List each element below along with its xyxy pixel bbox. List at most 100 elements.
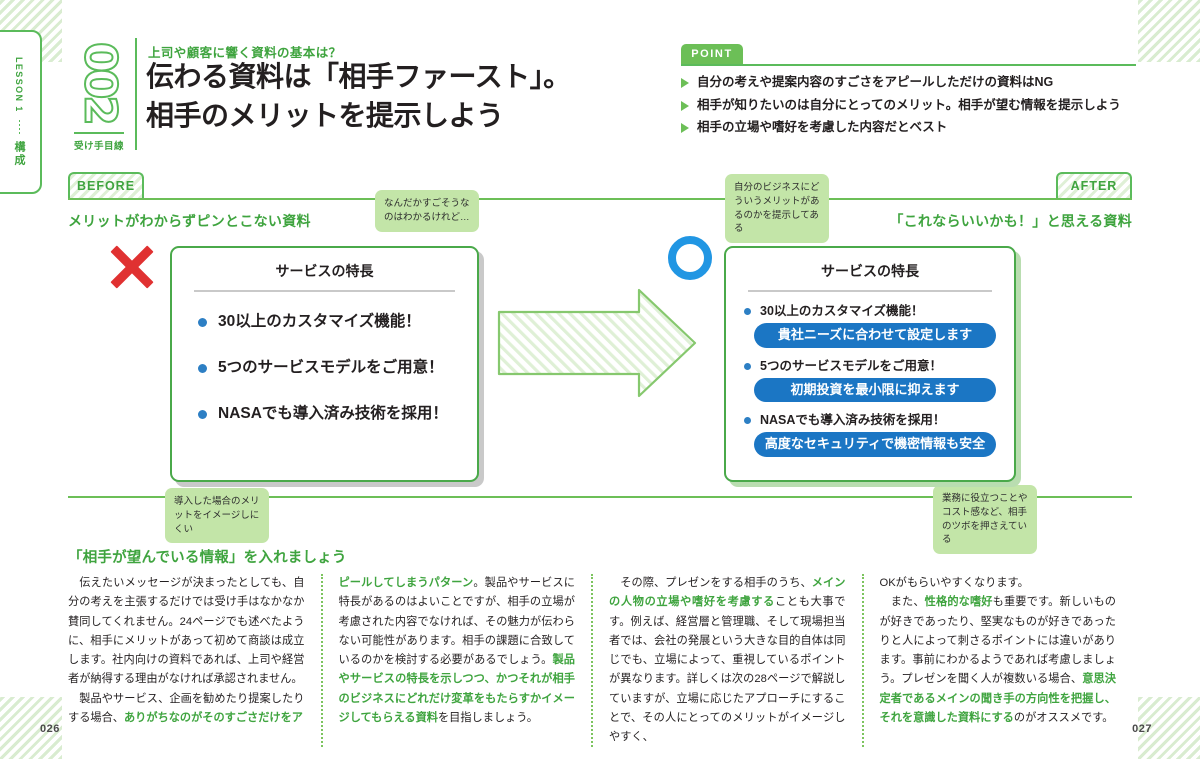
point-list: 自分の考えや提案内容のすごさをアピールしただけの資料はNG 相手が知りたいのは自分… [681,75,1136,136]
slide-bullet: 30以上のカスタマイズ機能！ [198,312,451,332]
section-label: 構成 [13,140,25,167]
paragraph: 伝えたいメッセージが決まったとしても、自分の考えを主張するだけでは受け手はなかな… [68,574,305,690]
hatch-corner-bottom-right [1138,697,1200,759]
point-item-label: 相手の立場や嗜好を考慮した内容だとベスト [697,120,948,135]
bullet-dot-icon [198,318,207,327]
callout-before-top: なんだかすごそうなのはわかるけれど… [375,190,479,232]
hatch-corner-top-right [1138,0,1200,62]
lesson-number: 002 [73,41,126,123]
point-box: POINT 自分の考えや提案内容のすごさをアピールしただけの資料はNG 相手が知り… [681,44,1136,143]
article-columns: 伝えたいメッセージが決まったとしても、自分の考えを主張するだけでは受け手はなかな… [68,574,1133,748]
benefit-pill-wrap: 貴社ニーズに合わせて設定します [754,323,996,348]
highlight-run: メインの人物の立場や嗜好を考慮する [609,577,846,609]
header-vertical-divider [135,38,137,150]
slide-bullet: NASAでも導入済み技術を採用！ [198,404,451,424]
point-item: 相手が知りたいのは自分にとってのメリット。相手が望む情報を提示しよう [681,98,1136,114]
card-rule [748,290,992,292]
before-card-body: 30以上のカスタマイズ機能！ 5つのサービスモデルをご用意！ NASAでも導入済み技… [172,292,477,444]
after-subtitle: 「これならいいかも！」と思える資料 [889,213,1132,229]
circle-mark-icon [668,236,712,280]
benefit-pill-wrap: 初期投資を最小限に抑えます [754,377,996,402]
slide-bullet: 5つのサービスモデルをご用意！ [198,358,451,378]
lesson-number-block: 002 受け手目線 [68,34,130,154]
point-item-label: 相手が知りたいのは自分にとってのメリット。相手が望む情報を提示しよう [697,97,1121,112]
text-run: ことも大事です。例えば、経営層と管理職、そして現場担当者では、会社の発展という大… [609,596,846,744]
paragraph: 製品やサービス、企画を勧めたり提案したりする場合、ありがちなのがそのすごさだけを… [68,690,305,729]
article-column-1: 伝えたいメッセージが決まったとしても、自分の考えを主張するだけでは受け手はなかな… [68,574,321,747]
benefit-pill-wrap: 高度なセキュリティで機密情報も安全 [754,432,996,457]
paragraph: その際、プレゼンをする相手のうち、メインの人物の立場や嗜好を考慮することも大事で… [609,574,846,747]
hatch-corner-bottom-left [0,697,62,759]
callout-after-top: 自分のビジネスにどういうメリットがあるのかを提示してある [725,174,829,244]
callout-after-bottom: 業務に役立つことやコスト感など、相手のツボを押さえている [933,485,1037,555]
after-card-body: 30以上のカスタマイズ機能！ 貴社ニーズに合わせて設定します 5つのサービスモデルを… [726,292,1014,478]
card-rule [194,290,455,292]
text-run: OKがもらいやすくなります。 [879,577,1029,589]
page-title: 伝わる資料は「相手ファースト」。相手のメリットを提示しよう [146,58,666,135]
slide-bullet-label: NASAでも導入済み技術を採用！ [218,405,448,423]
point-tab-label: POINT [681,44,743,64]
after-card-title: サービスの特長 [821,263,919,279]
text-run: を目指しましょう。 [437,711,538,724]
highlight-run: 意思決定者であるメインの聞き手の方向性を把握し、それを意識した資料にする [879,673,1117,724]
paragraph: また、性格的な嗜好も重要です。新しいものが好きであったり、堅実なものが好きであっ… [880,593,1117,728]
cross-mark-icon [108,243,156,291]
page-kicker: 上司や顧客に響く資料の基本は？ [148,46,342,60]
bullet-dot-icon [744,417,751,424]
slide-bullet: NASAでも導入済み技術を採用！ [744,412,996,428]
article-column-4: OKがもらいやすくなります。 また、性格的な嗜好も重要です。新しいものが好きであ… [861,574,1133,748]
slide-bullet-label: 30以上のカスタマイズ機能！ [218,313,421,330]
point-item-label: 自分の考えや提案内容のすごさをアピールしただけの資料はNG [697,75,1054,89]
benefit-pill: 貴社ニーズに合わせて設定します [754,323,996,348]
text-run: 製品やサービス、企画を勧めたり提案したりする場合、 [68,692,305,724]
slide-bullet: 5つのサービスモデルをご用意！ [744,358,996,374]
point-item: 相手の立場や嗜好を考慮した内容だとベスト [681,120,1136,136]
highlight-run: ピールしてしまうパターン [338,577,474,589]
article-column-3: その際、プレゼンをする相手のうち、メインの人物の立場や嗜好を考慮することも大事で… [591,574,862,748]
page-number-left: 026 [40,723,60,735]
compare-bottom-rule [68,496,1132,498]
bullet-dot-icon [744,362,751,370]
text-run: その際、プレゼンをする相手のうち、 [620,577,812,589]
before-card-title: サービスの特長 [275,263,374,279]
lesson-tab: LESSON 1 構成 [0,30,42,194]
article-heading: 「相手が望んでいる情報」を入れましょう [68,550,347,566]
transition-arrow-icon [497,288,697,398]
triangle-bullet-icon [681,123,689,134]
triangle-bullet-icon [681,100,689,111]
highlight-run: ありがちなのがそのすごさだけをア [123,711,303,724]
text-run: のがオススメです。 [1013,711,1114,724]
point-item: 自分の考えや提案内容のすごさをアピールしただけの資料はNG [681,75,1136,91]
page-number-right: 027 [1132,723,1152,735]
callout-before-bottom: 導入した場合のメリットをイメージしにくい [165,488,269,544]
slide-bullet-label: NASAでも導入済み技術を採用！ [760,413,946,427]
after-slide-card: サービスの特長 30以上のカスタマイズ機能！ 貴社ニーズに合わせて設定します 5つの… [724,246,1016,482]
slide-bullet-label: 5つのサービスモデルをご用意！ [218,359,444,377]
dashed-divider [18,119,20,134]
benefit-pill: 高度なセキュリティで機密情報も安全 [754,432,996,457]
highlight-run: 性格的な嗜好 [924,596,993,609]
lesson-label: LESSON 1 [14,57,24,113]
highlight-run: 製品やサービスの特長を示しつつ、かつそれが相手のビジネスにどれだけ変革をもたらす… [338,654,576,724]
number-caption: 受け手目線 [73,141,124,152]
article-area: 「相手が望んでいる情報」を入れましょう 伝えたいメッセージが決まったとしても、自… [68,546,1133,748]
compare-top-rule [68,198,1132,200]
text-run: 伝えたいメッセージが決まったとしても、自分の考えを主張するだけでは受け手はなかな… [68,577,305,686]
slide-bullet-label: 30以上のカスタマイズ機能！ [760,304,924,318]
bullet-dot-icon [198,364,207,374]
bullet-dot-icon [744,308,751,315]
before-tab: BEFORE [68,172,144,198]
page-title-line: 伝わる資料は「相手ファースト」。 [146,61,571,92]
text-run: 。製品やサービスに特長があるのはよいことですが、相手の立場が考慮された内容でなけ… [338,577,576,667]
slide-bullet: 30以上のカスタマイズ機能！ [744,303,996,319]
benefit-pill: 初期投資を最小限に抑えます [754,377,996,402]
page-title-line: 相手のメリットを提示しよう [146,99,504,131]
text-run: も重要です。新しいものが好きであったり、堅実なものが好きであったりと人によって刺… [879,596,1117,686]
triangle-bullet-icon [681,78,689,88]
before-subtitle: メリットがわからずピンとこない資料 [68,213,311,229]
after-tab: AFTER [1056,172,1132,198]
text-run: また、 [890,596,925,609]
slide-bullet-label: 5つのサービスモデルをご用意！ [760,358,942,373]
before-slide-card: サービスの特長 30以上のカスタマイズ機能！ 5つのサービスモデルをご用意！ NAS… [170,246,479,482]
